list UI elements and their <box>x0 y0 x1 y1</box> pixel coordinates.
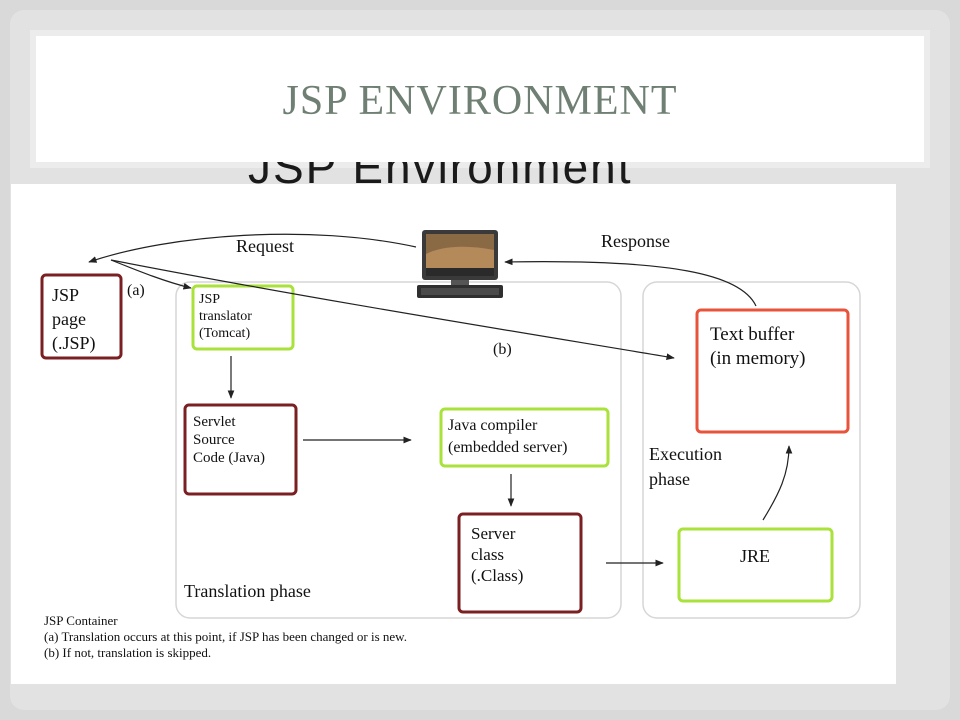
jsp-translator-line2: translator <box>199 309 252 324</box>
jre-box <box>677 527 834 603</box>
translation-phase-label: Translation phase <box>184 581 311 601</box>
servlet-source-line3: Code (Java) <box>193 450 265 466</box>
jsp-translator-line1: JSP <box>199 292 220 307</box>
jsp-translator-box <box>191 284 295 351</box>
jsp-page-line3: (.JSP) <box>52 333 96 354</box>
text-buffer-line2: (in memory) <box>710 348 806 369</box>
java-compiler-line2: (embedded server) <box>448 439 568 456</box>
jre-label: JRE <box>740 546 770 566</box>
jsp-page-line2: page <box>52 309 86 329</box>
text-buffer-line1: Text buffer <box>710 324 795 345</box>
response-arrow <box>504 258 757 307</box>
server-class-line1: Server <box>471 524 516 543</box>
diagram-panel: JSP page (.JSP) JSP translator (Tomcat) … <box>11 184 896 684</box>
request-arrow <box>88 233 417 263</box>
jsp-diagram: JSP page (.JSP) JSP translator (Tomcat) … <box>40 230 861 660</box>
translate-arrow <box>110 259 192 290</box>
execution-phase-line1: Execution <box>649 444 722 464</box>
computer-icon <box>417 230 503 298</box>
request-label: Request <box>236 236 294 256</box>
label-b: (b) <box>493 341 512 358</box>
text-buffer-box <box>695 308 850 434</box>
server-class-line3: (.Class) <box>471 566 523 585</box>
execution-container <box>642 281 861 619</box>
jsp-page-line1: JSP <box>52 285 79 305</box>
label-a: (a) <box>127 282 145 299</box>
slide-title: JSP ENVIRONMENT <box>282 78 678 124</box>
legend-title: JSP Container <box>44 613 118 628</box>
execution-phase-line2: phase <box>649 469 690 489</box>
servlet-source-line1: Servlet <box>193 414 236 430</box>
skip-translation-arrow <box>110 259 675 361</box>
translation-container <box>175 281 622 619</box>
title-box: JSP ENVIRONMENT <box>30 30 930 168</box>
legend-line-b: (b) If not, translation is skipped. <box>44 645 211 660</box>
ghost-title-fragment: JSP Environment <box>248 162 668 184</box>
jsp-page-box <box>40 273 123 360</box>
server-class-line2: class <box>471 545 504 564</box>
servlet-source-box <box>183 403 298 496</box>
response-label: Response <box>601 231 670 251</box>
java-compiler-box <box>439 407 610 468</box>
jsp-translator-line3: (Tomcat) <box>199 326 250 341</box>
servlet-source-line2: Source <box>193 432 235 448</box>
legend-line-a: (a) Translation occurs at this point, if… <box>44 629 407 644</box>
ghost-title-text: JSP Environment <box>248 162 668 184</box>
server-class-box <box>457 512 583 614</box>
java-compiler-line1: Java compiler <box>448 417 538 434</box>
jre-to-buffer-arrow <box>762 445 793 521</box>
